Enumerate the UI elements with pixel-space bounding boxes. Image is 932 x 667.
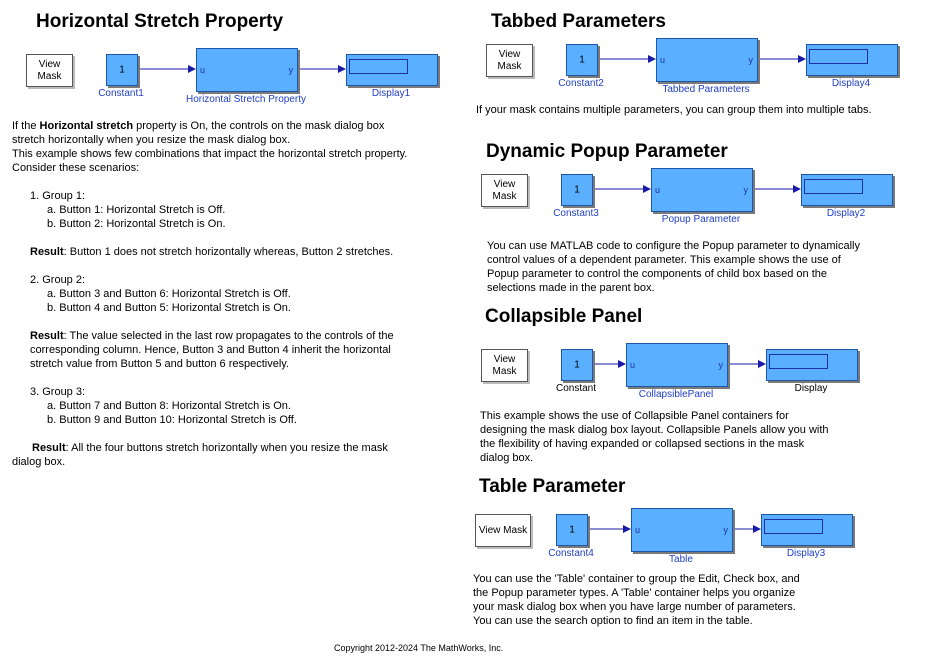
display-block[interactable] <box>346 54 438 86</box>
table-parameter-description: You can use the 'Table' container to gro… <box>473 573 800 627</box>
horizontal-stretch-description: If the Horizontal stretch property is On… <box>12 120 408 468</box>
display-readout <box>349 59 408 74</box>
dynamic-popup-description: You can use MATLAB code to configure the… <box>487 240 860 294</box>
section-title-tabbed-parameters: Tabbed Parameters <box>491 11 666 32</box>
subsystem-label[interactable]: CollapsiblePanel <box>638 389 714 400</box>
constant-value: 1 <box>574 359 580 371</box>
input-port-label: u <box>200 65 206 75</box>
display-block[interactable] <box>801 174 893 206</box>
display-label[interactable]: Display4 <box>831 78 871 89</box>
masked-subsystem-block[interactable]: u y <box>196 48 298 92</box>
display-readout <box>764 519 823 534</box>
constant-value: 1 <box>574 184 580 196</box>
view-mask-button[interactable]: View Mask <box>26 54 73 87</box>
display-label[interactable]: Display2 <box>826 208 866 219</box>
subsystem-label[interactable]: Table <box>669 554 693 565</box>
display-readout <box>804 179 863 194</box>
constant-block[interactable]: 1 <box>556 514 588 546</box>
section-title-collapsible-panel: Collapsible Panel <box>485 306 643 327</box>
output-port-label: y <box>718 360 724 370</box>
display-block[interactable] <box>761 514 853 546</box>
constant-label[interactable]: Constant2 <box>558 78 604 89</box>
masked-subsystem-block[interactable]: u y <box>626 343 728 387</box>
constant-block[interactable]: 1 <box>566 44 598 76</box>
display-readout <box>769 354 828 369</box>
constant-value: 1 <box>569 524 575 536</box>
display-label[interactable]: Display <box>794 383 828 394</box>
masked-subsystem-block[interactable]: u y <box>631 508 733 552</box>
display-label[interactable]: Display1 <box>371 88 411 99</box>
constant-label[interactable]: Constant3 <box>553 208 599 219</box>
subsystem-label[interactable]: Tabbed Parameters <box>662 84 750 95</box>
display-block[interactable] <box>766 349 858 381</box>
output-port-label: y <box>748 55 754 65</box>
section-title-dynamic-popup: Dynamic Popup Parameter <box>486 141 728 162</box>
view-mask-button[interactable]: View Mask <box>475 514 531 547</box>
constant-value: 1 <box>579 54 585 66</box>
tabbed-parameters-description: If your mask contains multiple parameter… <box>476 104 872 116</box>
subsystem-label[interactable]: Popup Parameter <box>661 214 741 225</box>
view-mask-button[interactable]: View Mask <box>481 349 528 382</box>
constant-block[interactable]: 1 <box>106 54 138 86</box>
constant-label[interactable]: Constant1 <box>98 88 144 99</box>
section-title-table-parameter: Table Parameter <box>479 476 626 497</box>
constant-block[interactable]: 1 <box>561 174 593 206</box>
copyright-footer: Copyright 2012-2024 The MathWorks, Inc. <box>334 643 504 653</box>
constant-label[interactable]: Constant4 <box>548 548 594 559</box>
view-mask-button[interactable]: View Mask <box>481 174 528 207</box>
constant-label[interactable]: Constant <box>555 383 597 394</box>
constant-block[interactable]: 1 <box>561 349 593 381</box>
collapsible-panel-description: This example shows the use of Collapsibl… <box>480 410 829 464</box>
masked-subsystem-block[interactable]: u y <box>656 38 758 82</box>
subsystem-label[interactable]: Horizontal Stretch Property <box>185 94 307 105</box>
input-port-label: u <box>630 360 636 370</box>
display-label[interactable]: Display3 <box>786 548 826 559</box>
input-port-label: u <box>655 185 661 195</box>
input-port-label: u <box>660 55 666 65</box>
input-port-label: u <box>635 525 641 535</box>
section-title-horizontal-stretch: Horizontal Stretch Property <box>36 11 284 32</box>
constant-value: 1 <box>119 64 125 76</box>
masked-subsystem-block[interactable]: u y <box>651 168 753 212</box>
output-port-label: y <box>288 65 294 75</box>
output-port-label: y <box>743 185 749 195</box>
output-port-label: y <box>723 525 729 535</box>
view-mask-button[interactable]: View Mask <box>486 44 533 77</box>
display-block[interactable] <box>806 44 898 76</box>
display-readout <box>809 49 868 64</box>
